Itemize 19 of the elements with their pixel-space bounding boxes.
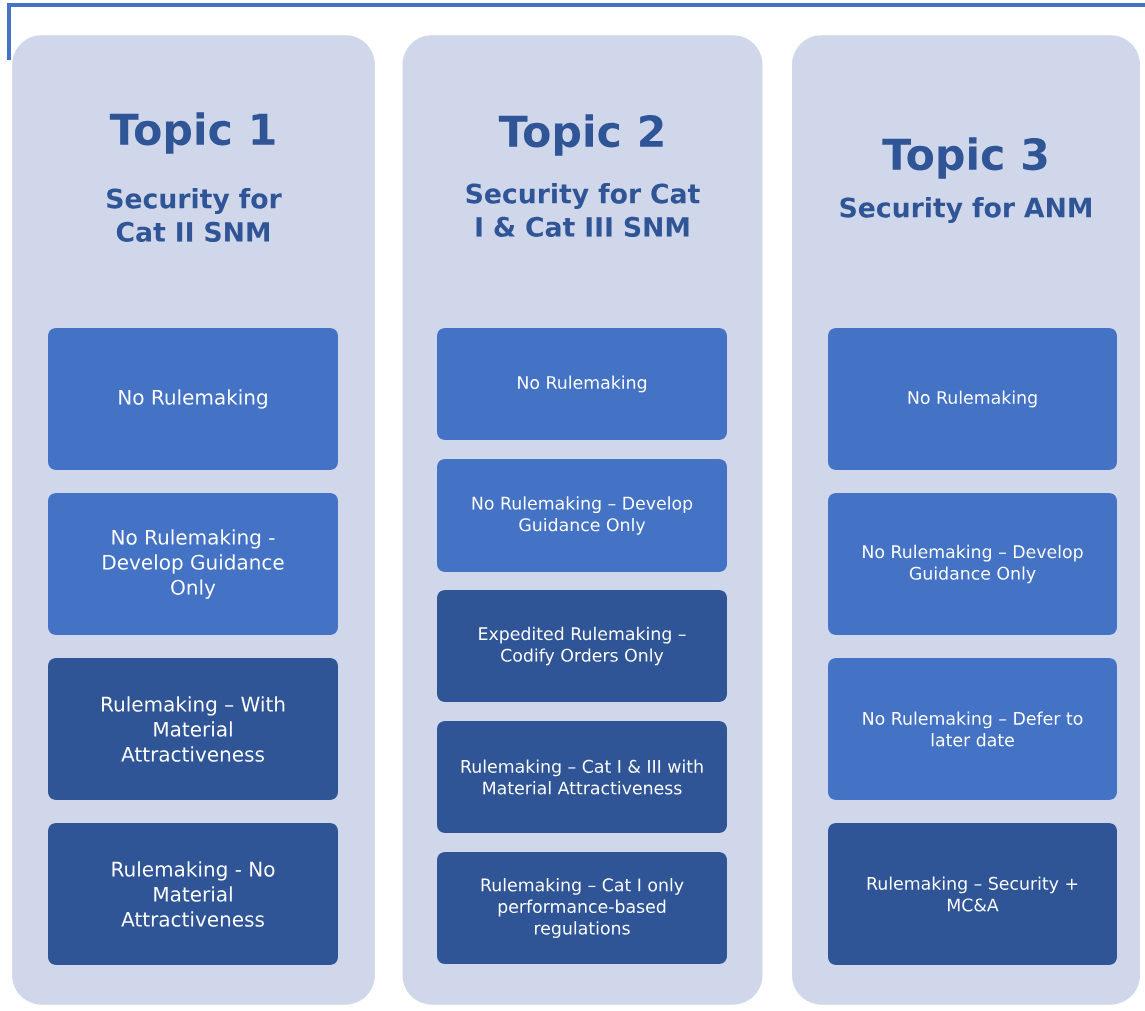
option-box: No Rulemaking – Develop Guidance Only bbox=[437, 459, 727, 572]
topic-subtitle: Security for Cat II SNM bbox=[107, 188, 282, 242]
topic-heading: Topic 1 bbox=[109, 112, 275, 154]
option-box: No Rulemaking bbox=[828, 328, 1117, 470]
option-box: Rulemaking – Security + MC&A bbox=[828, 823, 1117, 965]
option-box: Rulemaking – Cat I only performance-based regulations bbox=[437, 852, 727, 964]
topic-heading: Topic 3 bbox=[882, 137, 1047, 179]
option-box: No Rulemaking bbox=[437, 328, 727, 440]
option-box: No Rulemaking – Defer to later date bbox=[828, 658, 1117, 800]
topic-subtitle: Security for ANM bbox=[840, 197, 1091, 223]
option-box: Rulemaking - No Material Attractiveness bbox=[48, 823, 338, 965]
option-box: Expedited Rulemaking – Codify Orders Only bbox=[437, 590, 727, 702]
option-box: No Rulemaking bbox=[48, 328, 338, 470]
option-box: No Rulemaking - Develop Guidance Only bbox=[48, 493, 338, 635]
option-box: Rulemaking – Cat I & III with Material Attractiveness bbox=[437, 721, 727, 833]
topic-subtitle: Security for Cat I & Cat III SNM bbox=[466, 183, 700, 237]
option-box: Rulemaking – With Material Attractiveness bbox=[48, 658, 338, 800]
option-box: No Rulemaking – Develop Guidance Only bbox=[828, 493, 1117, 635]
topic-heading: Topic 2 bbox=[498, 114, 663, 156]
